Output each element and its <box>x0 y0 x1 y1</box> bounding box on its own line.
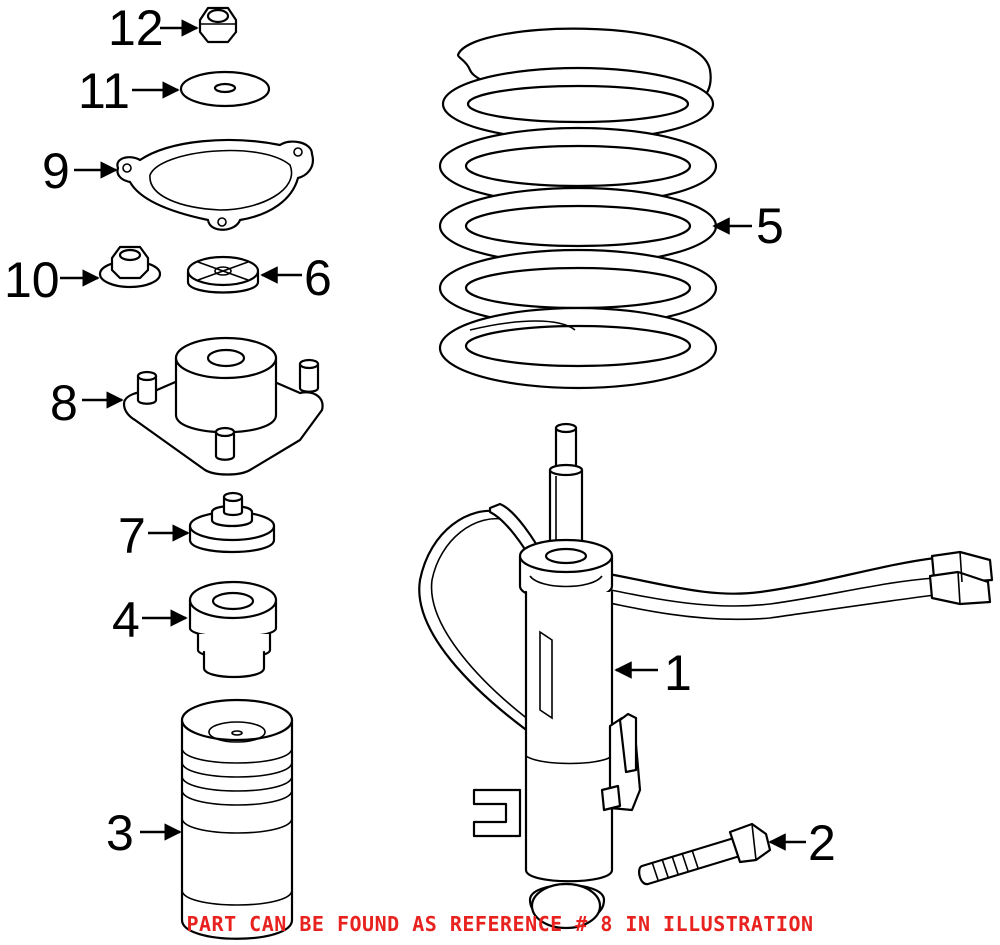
callout-8: 8 <box>50 375 78 431</box>
part-2-bolt <box>638 822 772 886</box>
part-4-bump-stop <box>188 580 278 679</box>
callout-7: 7 <box>118 508 146 564</box>
callout-12: 12 <box>108 0 164 56</box>
callout-11: 11 <box>78 63 130 119</box>
part-6-cap <box>186 255 260 294</box>
part-8-strut-mount <box>122 336 324 476</box>
part-11-washer <box>179 70 271 108</box>
callout-3: 3 <box>106 805 134 861</box>
callout-10: 10 <box>4 252 60 308</box>
part-12-nut <box>198 6 238 44</box>
callout-4: 4 <box>112 592 140 648</box>
part-10-flange-nut <box>98 245 162 289</box>
callout-5: 5 <box>756 198 784 254</box>
part-3-dust-boot <box>180 698 294 940</box>
callout-6: 6 <box>304 250 332 306</box>
callout-2: 2 <box>808 815 836 871</box>
part-9-gasket <box>116 138 314 231</box>
callout-1: 1 <box>664 645 692 701</box>
part-1-strut <box>418 422 994 930</box>
part-7-pad <box>188 491 276 554</box>
reference-note: PART CAN BE FOUND AS REFERENCE # 8 IN IL… <box>186 912 814 936</box>
part-5-coil-spring <box>438 27 718 390</box>
callout-9: 9 <box>42 143 70 199</box>
